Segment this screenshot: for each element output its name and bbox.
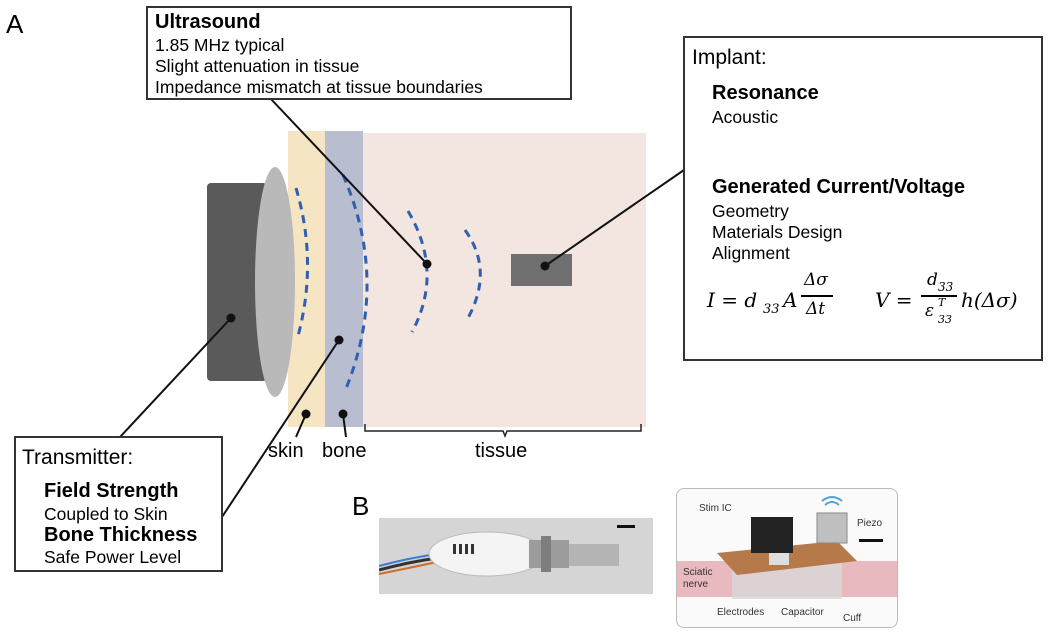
eq-current-denominator: Δt	[806, 299, 826, 319]
ultrasound-line: Impedance mismatch at tissue boundaries	[155, 77, 483, 97]
wave-arc-3	[406, 210, 429, 333]
dot-bone	[338, 409, 348, 419]
leader-ultrasound	[269, 97, 428, 265]
stim-ic-label: Stim IC	[699, 503, 732, 514]
implant-title: Implant:	[692, 46, 767, 69]
scale-bar	[617, 525, 635, 528]
transducer-body	[207, 183, 267, 381]
dot-ultrasound	[422, 259, 432, 269]
dot-bone-thickness	[334, 335, 344, 345]
transmitter-box: Transmitter: Field Strength Coupled to S…	[14, 436, 223, 572]
piezo-label: Piezo	[857, 518, 883, 529]
implant-box: Implant: Resonance Acoustic Generated Cu…	[683, 36, 1043, 361]
skin-label: skin	[268, 440, 304, 462]
eq-voltage-den-main: ε	[925, 301, 935, 321]
bone-thickness-heading: Bone Thickness	[44, 524, 198, 546]
resonance-detail: Acoustic	[712, 107, 779, 127]
eq-voltage-lhs: V =	[875, 288, 913, 312]
implant	[511, 254, 572, 286]
leader-implant	[544, 169, 685, 267]
generated-heading: Generated Current/Voltage	[712, 176, 966, 198]
leader-transmitter	[119, 317, 232, 438]
panel-label-a: A	[6, 9, 24, 39]
cuff-label: Cuff	[843, 613, 862, 624]
ultrasound-title: Ultrasound	[155, 11, 261, 33]
electrodes-label: Electrodes	[717, 607, 765, 618]
eq-current-lhs: I = d	[707, 288, 758, 312]
tissue-bracket	[364, 424, 642, 439]
wave-arc-2	[341, 174, 369, 392]
generated-detail: Alignment	[712, 243, 790, 263]
eq-voltage-den-sub: 33	[938, 313, 952, 326]
eq-current-fraction-bar	[801, 295, 833, 297]
transmitter-title: Transmitter:	[22, 446, 134, 469]
dot-skin	[301, 409, 311, 419]
tissue-layer	[361, 133, 646, 427]
ultrasound-line: 1.85 MHz typical	[155, 35, 285, 55]
field-strength-heading: Field Strength	[44, 480, 179, 502]
eq-current-sub: 33	[763, 302, 780, 317]
bone-label: bone	[322, 440, 367, 462]
device-photo	[379, 518, 653, 594]
eq-voltage-den-sup: T	[938, 296, 946, 309]
eq-current-area: A	[783, 288, 798, 312]
generated-detail: Materials Design	[712, 222, 843, 242]
field-strength-detail: Coupled to Skin	[44, 504, 168, 524]
transducer-lens	[255, 167, 295, 397]
eq-voltage-fraction-bar	[921, 295, 957, 297]
panel-label-b: B	[352, 491, 370, 521]
wave-arc-1	[294, 187, 310, 337]
tissue-label: tissue	[475, 440, 528, 462]
eq-current-numerator: Δσ	[804, 270, 828, 290]
wave-arc-4	[463, 229, 482, 319]
leader-bone-thickness	[219, 339, 340, 521]
eq-voltage-num-sub: 33	[938, 280, 954, 294]
resonance-heading: Resonance	[712, 82, 819, 104]
eq-voltage-num-main: d	[927, 270, 938, 290]
generated-detail: Geometry	[712, 201, 789, 221]
capacitor-label: Capacitor	[781, 607, 824, 618]
bone-thickness-detail: Safe Power Level	[44, 547, 182, 567]
ultrasound-box: Ultrasound 1.85 MHz typical Slight atten…	[146, 6, 572, 100]
dot-transducer	[226, 313, 236, 323]
nerve-label: nerve	[683, 579, 709, 590]
sciatic-label: Sciatic	[683, 567, 713, 578]
eq-voltage-tail: h(Δσ)	[961, 288, 1018, 312]
ultrasound-line: Slight attenuation in tissue	[155, 56, 360, 76]
dot-implant	[540, 261, 550, 271]
implant-illustration: Stim IC Piezo Sciatic nerve Electrodes C…	[676, 488, 898, 628]
